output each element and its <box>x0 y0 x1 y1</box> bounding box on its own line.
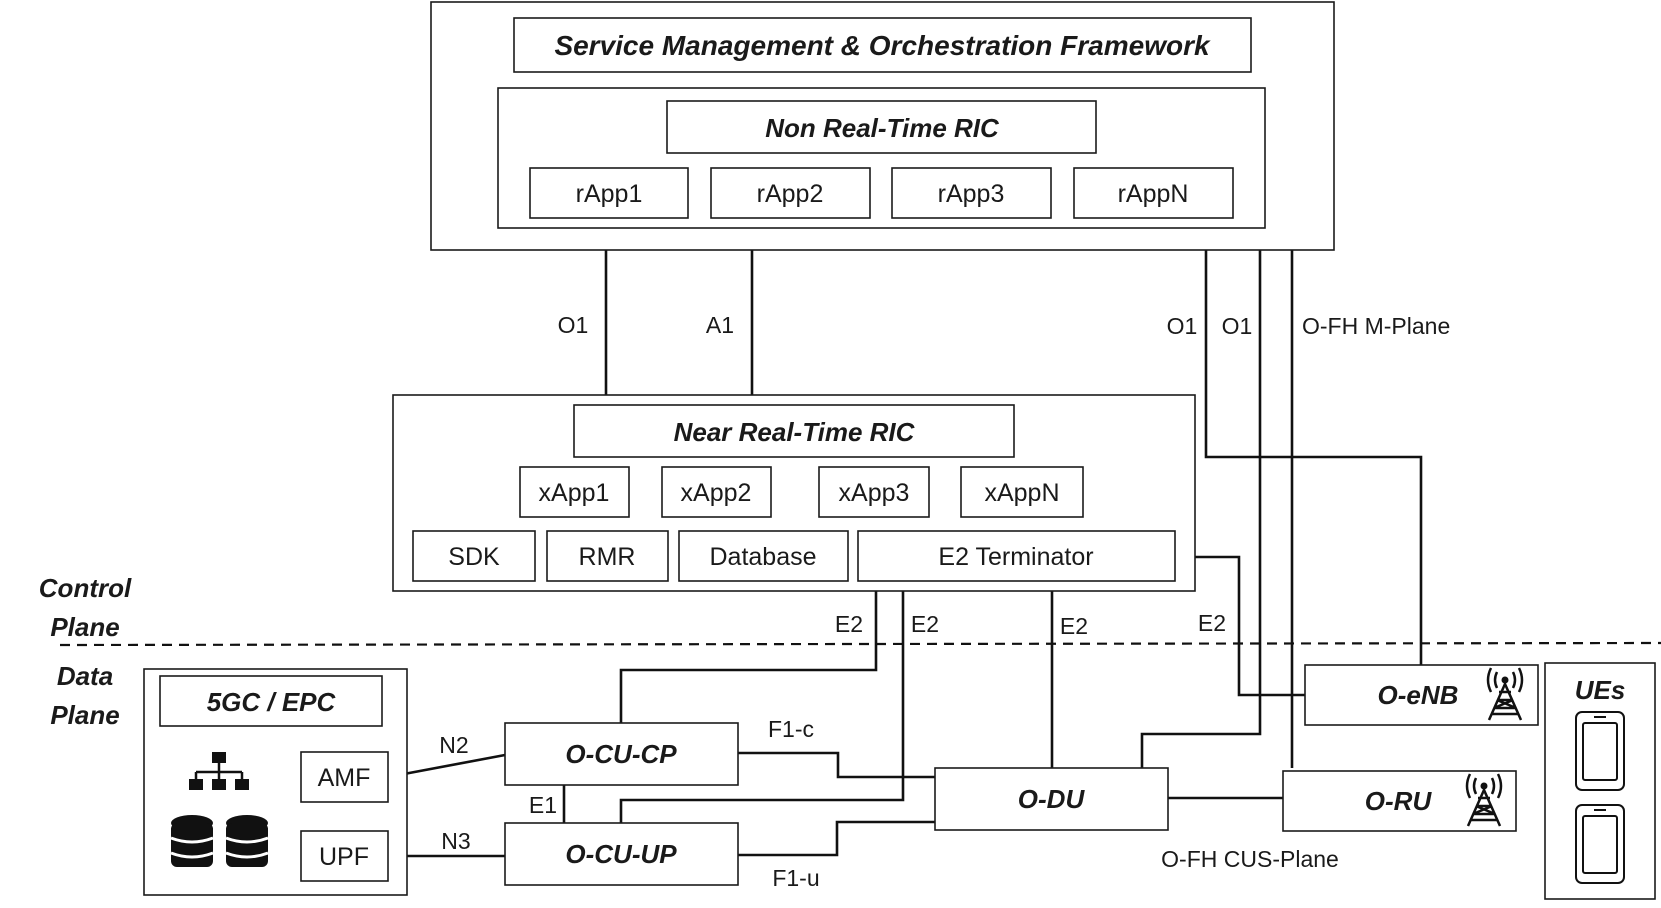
ofh-cus-plane-label: O-FH CUS-Plane <box>1161 846 1339 872</box>
xapp-1[interactable] <box>519 466 630 518</box>
smo-title: Service Management & Orchestration Frame… <box>554 30 1211 61</box>
xapp-3[interactable] <box>818 466 930 518</box>
o-cu-up-box <box>504 822 739 886</box>
control-plane-line-2: Plane <box>50 612 119 642</box>
o-cu-cp-box <box>504 722 739 786</box>
ues-title: UEs <box>1575 675 1626 705</box>
amf-box[interactable] <box>300 751 389 803</box>
xapp-n-label: xAppN <box>984 479 1059 507</box>
o-cu-up[interactable]: O-CU-UP <box>504 822 739 886</box>
f1-u-link <box>738 820 935 857</box>
n2-label: N2 <box>439 732 468 758</box>
core-network[interactable]: 5GC / EPC AMF UPF <box>143 668 408 896</box>
control-plane-label: Control Plane <box>39 573 132 642</box>
o-ru-label: O-RU <box>1365 786 1433 816</box>
rapp-n[interactable] <box>1073 167 1234 219</box>
rapp-2[interactable] <box>710 167 871 219</box>
o-cu-cp-label: O-CU-CP <box>565 739 677 769</box>
cell-tower-icon <box>1465 773 1503 827</box>
database-icon <box>225 815 269 867</box>
data-plane-label: Data Plane <box>50 661 119 730</box>
n3-label: N3 <box>441 828 470 854</box>
o-ru[interactable]: O-RU <box>1282 770 1517 832</box>
rapp-2-label: rApp2 <box>757 180 824 208</box>
e2-enb-link <box>1175 555 1305 697</box>
o1-enb-label: O1 <box>1167 313 1198 339</box>
o-du[interactable]: O-DU <box>934 767 1169 831</box>
xapp-n[interactable] <box>960 466 1084 518</box>
non-rt-ric-title-box <box>666 100 1097 154</box>
o1-du-link <box>1140 250 1262 768</box>
non-rt-ric-title: Non Real-Time RIC <box>765 113 1000 143</box>
mobile-device-icon[interactable] <box>1575 804 1625 884</box>
ofh-m-plane-label: O-FH M-Plane <box>1302 313 1450 339</box>
connection-lines <box>387 250 1423 858</box>
data-plane-line-2: Plane <box>50 700 119 730</box>
o-enb-label: O-eNB <box>1378 680 1459 710</box>
o-cu-up-label: O-CU-UP <box>565 839 677 869</box>
rapp-3[interactable] <box>891 167 1052 219</box>
database-icon <box>170 815 214 867</box>
ues-group[interactable]: UEs <box>1544 662 1656 900</box>
e2-cuup-label: E2 <box>911 611 939 637</box>
upf-label: UPF <box>319 843 369 871</box>
smo-title-box <box>513 17 1252 73</box>
o1-ric-label: O1 <box>558 312 589 338</box>
rapp-1-label: rApp1 <box>576 180 643 208</box>
database-module[interactable] <box>678 530 849 582</box>
near-rt-ric[interactable]: Near Real-Time RIC xApp1 xApp2 xApp3 xAp… <box>392 394 1196 592</box>
f1-u-label: F1-u <box>772 865 819 891</box>
o1-du-label: O1 <box>1222 313 1253 339</box>
near-rt-ric-title: Near Real-Time RIC <box>674 417 916 447</box>
upf-box[interactable] <box>300 830 389 882</box>
near-rt-ric-title-box <box>573 404 1015 458</box>
xapp-2-label: xApp2 <box>681 479 752 507</box>
a1-label: A1 <box>706 312 734 338</box>
database-label: Database <box>709 543 816 571</box>
hierarchy-icon <box>189 752 249 790</box>
e1-label: E1 <box>529 792 557 818</box>
xapp-2[interactable] <box>661 466 772 518</box>
o1-enb-link <box>1204 250 1423 665</box>
control-plane-line-1: Control <box>39 573 132 603</box>
f1-c-label: F1-c <box>768 716 814 742</box>
e2-enb-label: E2 <box>1198 610 1226 636</box>
o-cu-cp[interactable]: O-CU-CP <box>504 722 739 786</box>
e2-terminator-label: E2 Terminator <box>938 543 1093 571</box>
rmr-label: RMR <box>579 543 636 571</box>
rapp-1[interactable] <box>529 167 689 219</box>
plane-divider <box>59 641 1661 647</box>
sdk-module[interactable] <box>412 530 536 582</box>
o-du-label: O-DU <box>1018 784 1086 814</box>
data-plane-line-1: Data <box>57 661 113 691</box>
e2-cuup-link <box>619 582 905 823</box>
e2-cucp-link <box>619 582 878 723</box>
cell-tower-icon <box>1486 667 1524 721</box>
e2-du-label: E2 <box>1060 613 1088 639</box>
smo-framework[interactable]: Service Management & Orchestration Frame… <box>430 1 1335 251</box>
core-title-box <box>159 675 383 727</box>
sdk-label: SDK <box>448 543 500 571</box>
o-du-box <box>934 767 1169 831</box>
rmr-module[interactable] <box>546 530 669 582</box>
o-ru-box <box>1282 770 1517 832</box>
amf-label: AMF <box>318 764 371 792</box>
rapp-n-label: rAppN <box>1118 180 1189 208</box>
mobile-device-icon[interactable] <box>1575 711 1625 791</box>
e2-cucp-label: E2 <box>835 611 863 637</box>
e2-terminator-module[interactable] <box>857 530 1176 582</box>
rapp-3-label: rApp3 <box>938 180 1005 208</box>
xapp-1-label: xApp1 <box>539 479 610 507</box>
o-enb[interactable]: O-eNB <box>1304 664 1539 726</box>
f1-c-link <box>738 751 935 779</box>
core-title: 5GC / EPC <box>207 687 337 717</box>
xapp-3-label: xApp3 <box>839 479 910 507</box>
